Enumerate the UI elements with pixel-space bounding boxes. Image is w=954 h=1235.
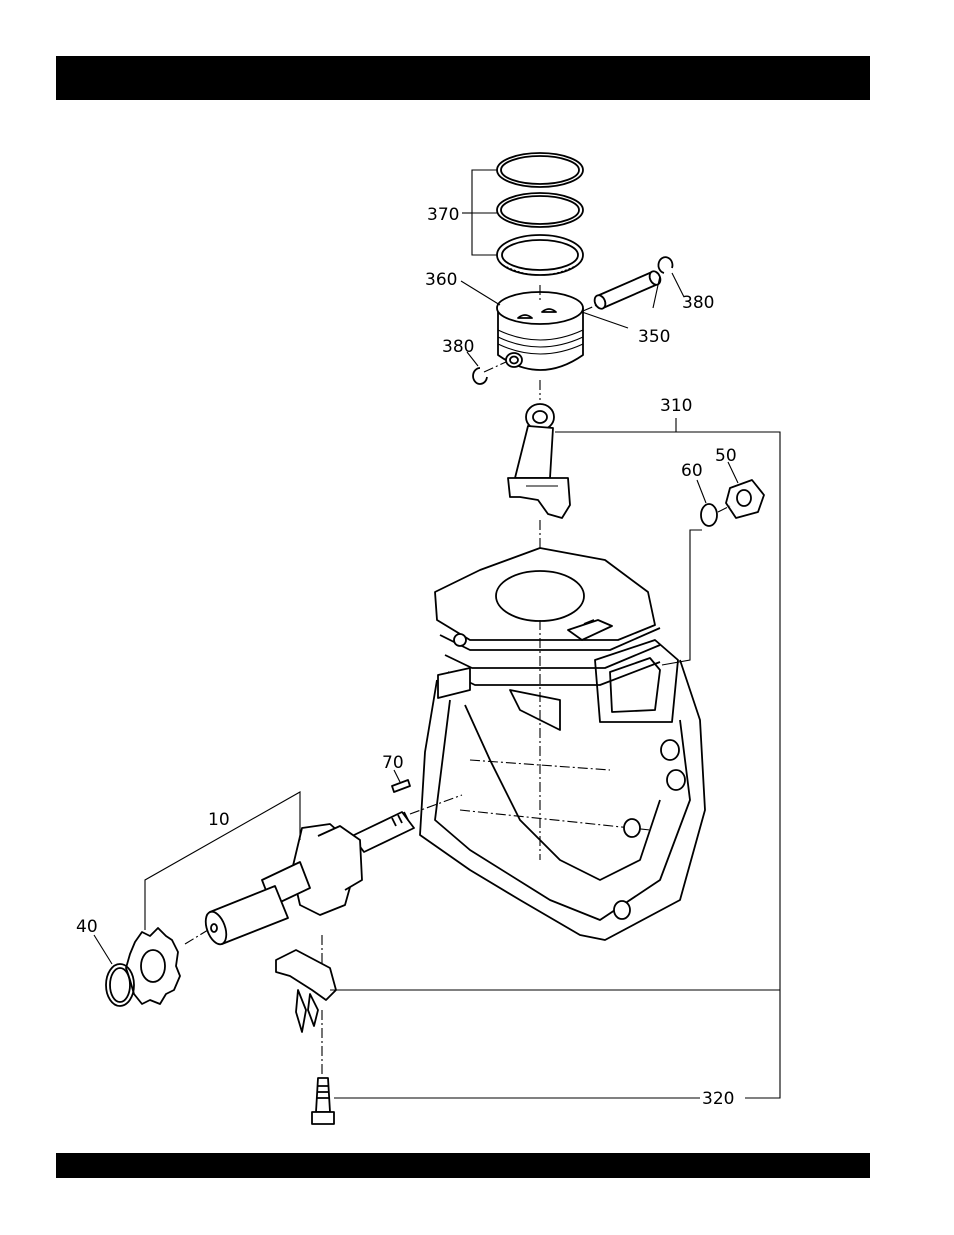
callout-10: 10 — [208, 810, 230, 830]
circlip-left-drawing — [473, 368, 487, 384]
callout-380-right: 380 — [682, 293, 714, 313]
piston-pin-drawing — [593, 270, 663, 311]
rod-bolt-drawing — [312, 1078, 334, 1124]
washer-drawing — [701, 504, 717, 526]
rod-cap-drawing — [276, 950, 336, 1032]
callout-50: 50 — [715, 446, 737, 466]
cylinder-block-drawing — [420, 548, 705, 940]
callout-40: 40 — [76, 917, 98, 937]
callout-70: 70 — [382, 753, 404, 773]
crank-gear-drawing — [126, 928, 180, 1004]
callout-370: 370 — [427, 205, 459, 225]
piston-drawing — [497, 292, 583, 370]
crankshaft-drawing — [202, 812, 414, 947]
circlip-right-drawing — [658, 257, 672, 273]
nut-drawing — [726, 480, 764, 518]
callout-310: 310 — [660, 396, 692, 416]
connecting-rod-drawing — [508, 404, 570, 518]
callout-350: 350 — [638, 327, 670, 347]
callout-360: 360 — [425, 270, 457, 290]
callout-60: 60 — [681, 461, 703, 481]
callout-320: 320 — [702, 1089, 734, 1109]
piston-rings-drawing — [497, 153, 583, 275]
callout-380-left: 380 — [442, 337, 474, 357]
key-drawing — [392, 780, 410, 792]
